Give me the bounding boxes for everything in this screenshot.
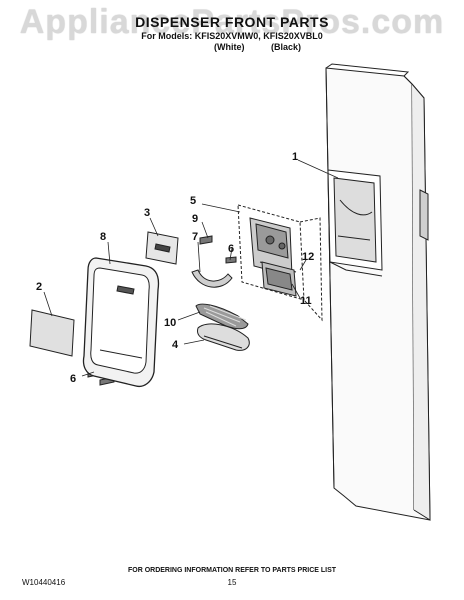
dispenser-front-frame — [82, 257, 160, 388]
callout-9: 9 — [192, 213, 198, 225]
dispenser-label-plate — [145, 231, 179, 265]
variant-black-label: (Black) — [271, 42, 302, 52]
model-list: For Models: KFIS20XVMW0, KFIS20XVBL0 — [141, 31, 323, 41]
ordering-info: FOR ORDERING INFORMATION REFER TO PARTS … — [127, 567, 337, 574]
dispenser-lever — [191, 269, 233, 288]
ice-chute-part — [261, 261, 297, 297]
watermark: AppliancePartsPros.com — [19, 3, 445, 41]
page-title: DISPENSER FRONT PARTS — [135, 14, 329, 30]
refrigerator-door — [325, 63, 431, 521]
document-number: W10440416 — [22, 578, 66, 587]
callout-1: 1 — [292, 151, 298, 163]
page-number: 15 — [227, 578, 237, 587]
variant-white-label: (White) — [214, 42, 245, 52]
callout-7: 7 — [192, 231, 198, 243]
drip-tray — [197, 323, 250, 351]
nameplate — [29, 309, 75, 357]
callout-8: 8 — [100, 231, 106, 243]
callout-3: 3 — [144, 207, 150, 219]
callout-10: 10 — [164, 317, 176, 329]
callout-12: 12 — [302, 251, 314, 263]
dispenser-module — [237, 204, 323, 322]
callout-6-upper: 6 — [228, 243, 234, 255]
callout-4: 4 — [172, 339, 179, 351]
callout-5: 5 — [190, 195, 196, 207]
callout-6-lower: 6 — [70, 373, 76, 385]
callout-11: 11 — [300, 295, 312, 307]
callout-2: 2 — [36, 281, 42, 293]
leader-lines — [43, 159, 339, 377]
